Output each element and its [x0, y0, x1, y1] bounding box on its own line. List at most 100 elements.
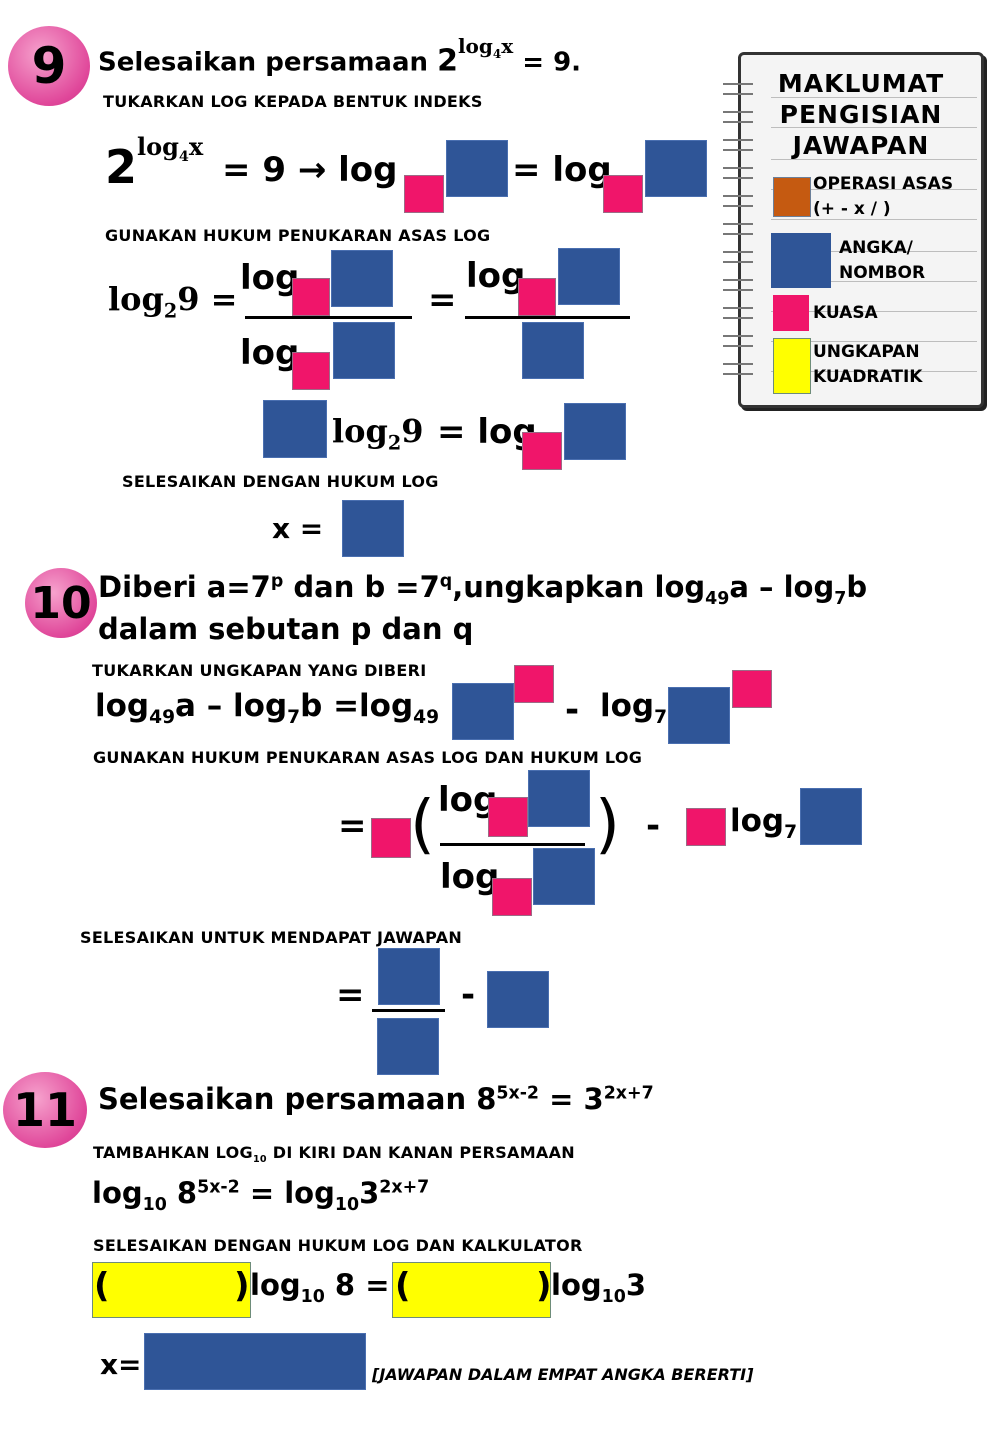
fraction-line [372, 1009, 445, 1012]
q11-eq1: log10 85x-2 = log1032x+7 [92, 1176, 429, 1215]
t: TAMBAHKAN LOG [93, 1143, 253, 1162]
t: 49 [413, 707, 440, 729]
quadratic-blank[interactable] [92, 1262, 251, 1318]
t: a – log [175, 688, 288, 724]
power-blank[interactable] [292, 278, 330, 316]
t: b [846, 570, 868, 604]
q10-step2-instruction: GUNAKAN HUKUM PENUKARAN ASAS LOG DAN HUK… [93, 748, 643, 767]
t: log [95, 688, 150, 724]
t: 49 [705, 588, 730, 609]
answer-blank[interactable] [144, 1333, 366, 1390]
log-text: log [466, 256, 526, 296]
number-blank[interactable] [800, 788, 862, 845]
q10-title-line2: dalam sebutan p dan q [98, 612, 474, 646]
t: 5x-2 [496, 1083, 540, 1104]
number-blank[interactable] [378, 948, 440, 1005]
number-blank[interactable] [377, 1018, 439, 1075]
log-text: log [240, 333, 300, 373]
number-blank[interactable] [645, 140, 707, 197]
legend-title: JAWAPAN [792, 131, 930, 160]
question-number: 9 [31, 37, 67, 95]
power-blank[interactable] [488, 797, 528, 837]
t: b =log [300, 688, 414, 724]
legend-label-number: ANGKA/NOMBOR [839, 236, 925, 286]
equals: = [428, 280, 457, 320]
right-paren: ) [595, 788, 620, 862]
t: 10 [142, 1194, 167, 1215]
sub: 2 [387, 431, 402, 455]
log: log [108, 280, 164, 318]
label-line: ANGKA/ [839, 238, 913, 258]
exp-sub: 4 [492, 47, 502, 61]
fraction-line [440, 843, 585, 846]
power-blank[interactable] [371, 818, 411, 858]
power-blank[interactable] [404, 175, 444, 213]
spiral-ring-icon [723, 223, 753, 235]
number-blank[interactable] [446, 140, 508, 197]
number-blank[interactable] [263, 400, 327, 458]
sub: 2 [163, 299, 178, 323]
t: 10 [601, 1286, 626, 1307]
eq1-mid: = log [512, 150, 612, 190]
title-text: Selesaikan persamaan [98, 47, 429, 78]
t: 5x-2 [197, 1177, 240, 1198]
t: = log [239, 1176, 335, 1210]
spiral-ring-icon [723, 335, 753, 347]
number-blank[interactable] [558, 248, 620, 305]
eq-base: 2 [105, 140, 138, 194]
t: log [92, 1176, 143, 1210]
power-blank[interactable] [492, 878, 532, 916]
q9-step1-instruction: TUKARKAN LOG KEPADA BENTUK INDEKS [103, 92, 483, 111]
power-blank[interactable] [686, 808, 726, 846]
t: log [250, 1268, 301, 1302]
x-equals: x= [100, 1348, 142, 1381]
power-blank[interactable] [514, 665, 554, 703]
spiral-ring-icon [723, 139, 753, 151]
exp-var: x [501, 34, 514, 58]
number-blank[interactable] [668, 687, 730, 744]
spiral-ring-icon [723, 83, 753, 95]
t: 7 [654, 707, 668, 729]
t: 7 [834, 588, 847, 609]
t: 3 [359, 1176, 380, 1210]
number-blank[interactable] [487, 971, 549, 1028]
question-number: 10 [30, 577, 92, 629]
t: 8 [166, 1176, 198, 1210]
power-blank[interactable] [292, 352, 330, 390]
t: log [551, 1268, 602, 1302]
number-blank[interactable] [528, 770, 590, 827]
power-blank[interactable] [522, 432, 562, 470]
t: 2x+7 [603, 1083, 654, 1104]
label-line: (+ - x / ) [813, 199, 891, 219]
number-blank[interactable] [533, 848, 595, 905]
q10-step3-instruction: SELESAIKAN UNTUK MENDAPAT JAWAPAN [80, 928, 463, 947]
t: log [730, 803, 785, 839]
q10-step1-instruction: TUKARKAN UNGKAPAN YANG DIBERI [92, 661, 427, 680]
label-line: UNGKAPAN [813, 342, 920, 362]
nine: 9 [401, 412, 424, 450]
number-blank[interactable] [333, 322, 395, 379]
t: 8 = [324, 1268, 390, 1302]
number-blank[interactable] [331, 250, 393, 307]
t: = 3 [539, 1082, 604, 1116]
legend-swatch-quadratic [773, 338, 811, 394]
eq3-rhs: = log [437, 412, 537, 452]
legend-label-power: KUASA [813, 303, 878, 323]
t: Selesaikan persamaan 8 [98, 1082, 497, 1116]
legend-notebook: MAKLUMAT PENGISIAN JAWAPAN OPERASI ASAS(… [723, 52, 984, 408]
log2-9-label: log29 [332, 412, 424, 454]
minus: - [461, 975, 476, 1015]
power-blank[interactable] [518, 278, 556, 316]
power-blank[interactable] [732, 670, 772, 708]
number-blank[interactable] [522, 322, 584, 379]
number-blank[interactable] [452, 683, 514, 740]
quadratic-blank[interactable] [392, 1262, 551, 1318]
number-blank[interactable] [564, 403, 626, 460]
t: DI KIRI DAN KANAN PERSAMAAN [266, 1143, 575, 1162]
log10-3: log103 [551, 1268, 646, 1307]
power-blank[interactable] [603, 175, 643, 213]
answer-blank[interactable] [342, 500, 404, 557]
log7: log7 [600, 688, 667, 728]
equals: = [336, 975, 365, 1015]
